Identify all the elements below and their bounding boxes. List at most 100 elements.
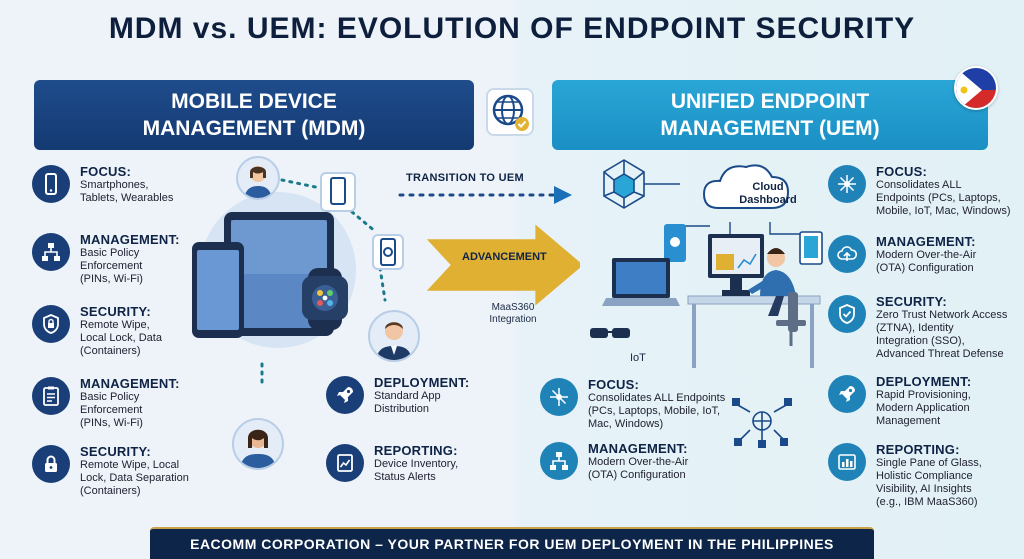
smartphone-icon: [32, 165, 70, 203]
feature-desc-line: Advanced Threat Defense: [876, 348, 1004, 360]
uem-banner: UNIFIED ENDPOINT MANAGEMENT (UEM): [552, 80, 988, 150]
uem-workstation-illustration: [590, 159, 823, 448]
feature-desc-line: Basic Policy: [80, 391, 140, 403]
iot-label: IoT: [630, 352, 646, 364]
feature-desc-line: (e.g., IBM MaaS360): [876, 496, 978, 508]
uem-feature-list: FOCUS: Consolidates ALL Endpoints (PCs, …: [828, 165, 1020, 509]
maas360-line1: MaaS360: [491, 302, 535, 313]
feature-label: FOCUS:: [876, 164, 928, 179]
hierarchy-icon: [32, 233, 70, 271]
page-title: MDM vs. UEM: EVOLUTION OF ENDPOINT SECUR…: [108, 12, 916, 45]
uem-reporting: REPORTING: Single Pane of Glass, Holisti…: [828, 443, 1020, 509]
uem-banner-line2: MANAGEMENT (UEM): [660, 117, 880, 140]
feature-desc-line: Consolidates ALL Endpoints: [588, 392, 726, 404]
cloud-upload-icon: [828, 235, 866, 273]
feature-desc-line: Standard App: [374, 390, 441, 402]
hierarchy-icon: [540, 442, 578, 480]
mdm-devices-illustration: [192, 178, 387, 388]
uem-center-features: FOCUS: Consolidates ALL Endpoints (PCs, …: [540, 378, 740, 482]
mdm-focus: FOCUS: Smartphones, Tablets, Wearables: [32, 165, 202, 233]
feature-label: FOCUS:: [588, 377, 640, 392]
feature-desc-line: (OTA) Configuration: [876, 262, 974, 274]
feature-desc-line: (Containers): [80, 345, 141, 357]
network-icon: [540, 378, 578, 416]
uem-management: MANAGEMENT: Modern Over-the-Air (OTA) Co…: [828, 235, 1020, 295]
shield-check-icon: [828, 295, 866, 333]
feature-desc-line: (PINs, Wi-Fi): [80, 417, 143, 429]
mdm-banner-line2: MANAGEMENT (MDM): [142, 117, 366, 140]
feature-desc-line: Smartphones,: [80, 179, 149, 191]
uem-deployment: DEPLOYMENT: Rapid Provisioning, Modern A…: [828, 375, 1020, 443]
feature-desc-line: Endpoints (PCs, Laptops,: [876, 192, 1001, 204]
mdm-security: SECURITY: Remote Wipe, Local Lock, Data …: [32, 305, 202, 377]
feature-label: SECURITY:: [876, 294, 947, 309]
maas360-line2: Integration: [489, 314, 537, 325]
mdm-reporting: REPORTING: Device Inventory, Status Aler…: [326, 444, 476, 484]
feature-label: SECURITY:: [80, 304, 151, 319]
feature-desc-line: Mac, Windows): [588, 418, 664, 430]
maas360-label: MaaS360 Integration: [478, 302, 548, 326]
cloud-dashboard-line1: Cloud: [752, 181, 784, 193]
feature-desc-line: (Containers): [80, 485, 141, 497]
feature-desc-line: Distribution: [374, 403, 430, 415]
phone-float-icon: [320, 172, 356, 212]
report-icon: [326, 444, 364, 482]
feature-desc-line: Modern Application: [876, 402, 970, 414]
feature-label: MANAGEMENT:: [80, 376, 180, 391]
feature-desc-line: Visibility, AI Insights: [876, 483, 972, 495]
uem-focus: FOCUS: Consolidates ALL Endpoints (PCs, …: [828, 165, 1020, 235]
feature-desc-line: Lock, Data Separation: [80, 472, 189, 484]
user-avatar-male: [368, 310, 420, 362]
mdm-center-features: DEPLOYMENT: Standard App Distribution RE…: [326, 376, 476, 484]
transition-arrows: [398, 186, 580, 306]
feature-desc-line: Mobile, IoT, Mac, Windows): [876, 205, 1011, 217]
feature-desc-line: Management: [876, 415, 941, 427]
feature-desc-line: Integration (SSO),: [876, 335, 965, 347]
feature-label: REPORTING:: [876, 442, 960, 457]
feature-desc-line: (OTA) Configuration: [588, 469, 686, 481]
philippines-flag-icon: [954, 66, 998, 110]
clipboard-icon: [32, 377, 70, 415]
mdm-security-2: SECURITY: Remote Wipe, Local Lock, Data …: [32, 445, 202, 505]
mdm-deployment: DEPLOYMENT: Standard App Distribution: [326, 376, 476, 444]
feature-desc-line: (PINs, Wi-Fi): [80, 273, 143, 285]
feature-label: DEPLOYMENT:: [876, 374, 972, 389]
feature-desc-line: Consolidates ALL: [876, 179, 962, 191]
feature-desc-line: Enforcement: [80, 404, 143, 416]
cloud-dashboard-label: Cloud Dashboard: [730, 181, 806, 207]
feature-label: REPORTING:: [374, 443, 458, 458]
feature-desc-line: (ZTNA), Identity: [876, 322, 954, 334]
feature-desc-line: Device Inventory,: [374, 458, 459, 470]
feature-label: SECURITY:: [80, 444, 151, 459]
feature-desc-line: Remote Wipe, Local: [80, 459, 180, 471]
uem-banner-line1: UNIFIED ENDPOINT: [670, 90, 870, 113]
feature-desc-line: Zero Trust Network Access: [876, 309, 1008, 321]
feature-desc-line: Local Lock, Data: [80, 332, 162, 344]
advancement-label: ADVANCEMENT: [462, 251, 547, 263]
feature-desc-line: Holistic Compliance: [876, 470, 973, 482]
padlock-icon: [32, 445, 70, 483]
transition-label: TRANSITION TO UEM: [406, 172, 524, 184]
rocket-icon: [828, 375, 866, 413]
feature-label: MANAGEMENT:: [588, 441, 688, 456]
mdm-feature-list: FOCUS: Smartphones, Tablets, Wearables M…: [32, 165, 202, 505]
feature-desc-line: (PCs, Laptops, Mobile, IoT,: [588, 405, 721, 417]
footer-banner: EACOMM CORPORATION – YOUR PARTNER FOR UE…: [150, 527, 874, 559]
network-icon: [828, 165, 866, 203]
feature-desc-line: Modern Over-the-Air: [588, 456, 689, 468]
feature-desc-line: Enforcement: [80, 260, 143, 272]
dashboard-icon: [828, 443, 866, 481]
uem-security: SECURITY: Zero Trust Network Access (ZTN…: [828, 295, 1020, 375]
feature-desc-line: Rapid Provisioning,: [876, 389, 971, 401]
feature-desc-line: Modern Over-the-Air: [876, 249, 977, 261]
feature-desc-line: Single Pane of Glass,: [876, 457, 982, 469]
globe-check-icon: [486, 88, 534, 136]
feature-desc-line: Basic Policy: [80, 247, 140, 259]
feature-label: MANAGEMENT:: [876, 234, 976, 249]
feature-desc-line: Status Alerts: [374, 471, 436, 483]
mdm-banner: MOBILE DEVICE MANAGEMENT (MDM): [34, 80, 474, 150]
cloud-dashboard-line2: Dashboard: [739, 194, 797, 206]
user-avatar-female: [236, 156, 280, 200]
feature-desc-line: Remote Wipe,: [80, 319, 150, 331]
rocket-icon: [326, 376, 364, 414]
